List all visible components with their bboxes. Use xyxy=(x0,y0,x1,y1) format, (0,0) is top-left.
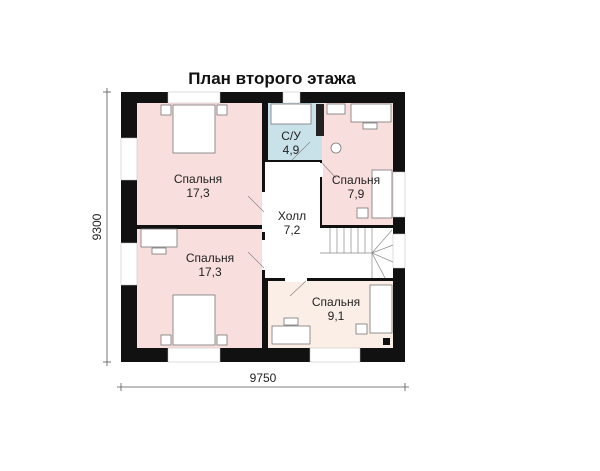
room-label-bedroom-4: Спальня 9,1 xyxy=(312,295,360,323)
svg-text:17,3: 17,3 xyxy=(186,186,210,200)
room-label-bedroom-1: Спальня 17,3 xyxy=(174,172,222,200)
svg-text:Спальня: Спальня xyxy=(186,251,234,265)
furniture xyxy=(140,103,393,346)
room-hall xyxy=(265,162,320,278)
door-swings xyxy=(247,141,337,297)
stairs-steps xyxy=(320,228,394,279)
toilet-icon xyxy=(330,142,342,154)
room-label-bathroom: С/У 4,9 xyxy=(281,129,301,157)
svg-text:Спальня: Спальня xyxy=(312,295,360,309)
svg-text:7,9: 7,9 xyxy=(348,187,365,201)
svg-text:7,2: 7,2 xyxy=(284,223,301,237)
dimension-lines xyxy=(103,88,409,391)
sink-icon xyxy=(326,103,346,115)
desk-icon xyxy=(140,228,178,248)
windows xyxy=(120,91,406,363)
desk-icon xyxy=(271,325,311,345)
svg-text:9,1: 9,1 xyxy=(328,309,345,323)
room-label-bedroom-3: Спальня 7,9 xyxy=(332,173,380,201)
svg-text:Спальня: Спальня xyxy=(174,172,222,186)
single-bed-icon xyxy=(369,284,393,334)
heater-icon xyxy=(316,104,324,136)
desk-icon xyxy=(350,103,392,123)
svg-text:Холл: Холл xyxy=(278,209,306,223)
room-label-hall: Холл 7,2 xyxy=(278,209,306,237)
bathtub-icon xyxy=(270,103,312,125)
bed-icon xyxy=(172,294,216,346)
bed-icon xyxy=(172,104,216,154)
svg-text:4,9: 4,9 xyxy=(283,143,300,157)
plan-title: План второго этажа xyxy=(188,69,356,88)
height-dimension: 9300 xyxy=(90,213,104,240)
width-dimension: 9750 xyxy=(250,371,277,385)
svg-text:Спальня: Спальня xyxy=(332,173,380,187)
svg-text:С/У: С/У xyxy=(281,129,301,143)
svg-text:17,3: 17,3 xyxy=(198,265,222,279)
single-bed-icon xyxy=(371,169,393,219)
room-label-bedroom-2: Спальня 17,3 xyxy=(186,251,234,279)
